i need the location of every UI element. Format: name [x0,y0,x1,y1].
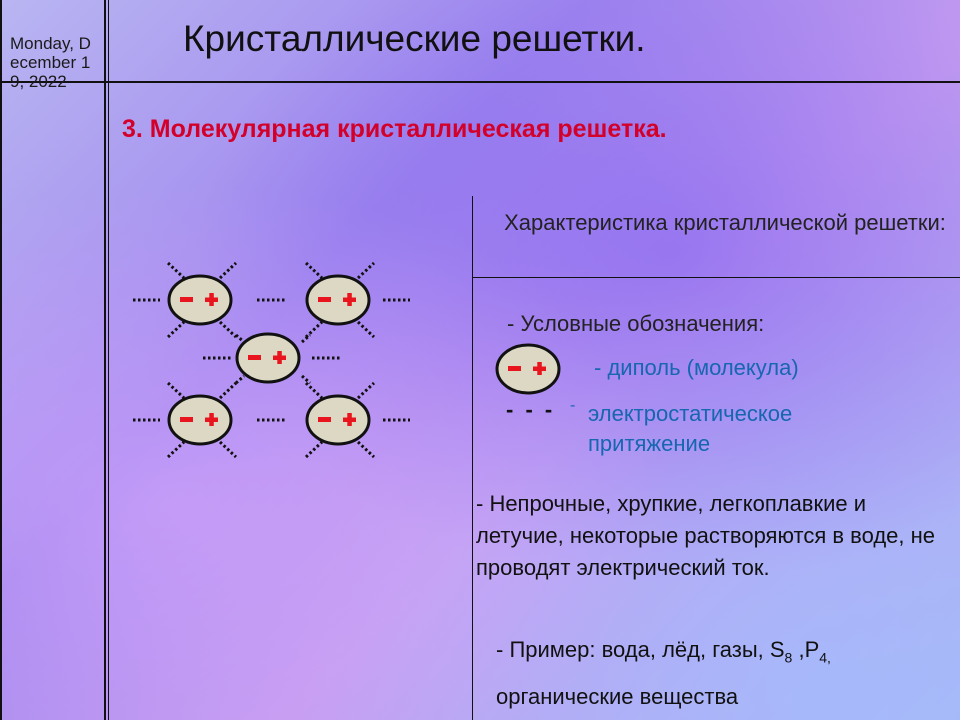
dipole-molecule-2 [305,274,371,326]
example-prefix: - Пример: вода, лёд, газы, S [496,637,785,662]
dipole-molecule-4-plus-sign-v [347,413,352,426]
dipole-molecule-1-bond [166,320,186,339]
dipole-molecule-3 [167,394,233,446]
attraction-line [301,333,311,344]
dipole-molecule-2-bond [356,320,376,339]
slide-title: Кристаллические решетки. [183,18,646,59]
dipole-molecule-center-minus-sign [248,355,261,360]
date-column-divider-inner [108,0,109,720]
dipole-molecule-3-bond [166,381,186,400]
dipole-molecule-3-minus-sign [180,417,193,422]
dipole-molecule-center [235,332,301,384]
legend-attraction-symbol: - - - [506,397,556,422]
legend-dipole-icon-minus-sign [508,366,521,371]
dipole-molecule-3-bond [218,381,238,400]
dipole-molecule-1-bond [218,320,238,339]
dipole-molecule-center-plus-sign-v [277,351,282,364]
legend-attraction-prefix: - [570,397,576,414]
legend-attraction-text: электростатическое притяжение [588,401,793,456]
example-s-subscript: 8 [784,649,793,666]
panel-divider-vertical [472,196,473,720]
date-column-divider [104,0,106,720]
dipole-molecule-2-plus-sign-v [347,293,352,306]
panel-divider-horizontal [472,277,960,278]
slide-date: Monday, December 19, 2022 [10,34,91,91]
dipole-molecule-1 [167,274,233,326]
header-divider [0,81,960,83]
characteristics-heading: Характеристика кристаллической решетки: [504,210,946,235]
dipole-molecule-2-minus-sign [318,297,331,302]
dipole-molecule-1-bond [166,261,186,280]
slide-subtitle: 3. Молекулярная кристаллическая решетка. [122,115,667,143]
dipole-molecule-3-plus-sign-v [209,413,214,426]
dipole-molecule-2-bond [356,261,376,280]
dipole-molecule-4-bond [356,381,376,400]
dipole-molecule-1-bond [218,261,238,280]
example-text: - Пример: вода, лёд, газы, S8 ,P4, орган… [496,630,956,717]
dipole-molecule-3-bond [166,440,186,459]
legend-dipole-icon [495,343,561,395]
attraction-line [301,374,311,385]
dipole-molecule-4-bond [304,440,324,459]
legend-dipole-icon-plus-sign-v [537,362,542,375]
dipole-molecule-2-bond [304,261,324,280]
example-p-subscript: 4, [819,649,831,666]
example-suffix: органические вещества [496,684,739,710]
dipole-molecule-1-plus-sign-v [209,293,214,306]
legend-dipole-text: - диполь (молекула) [594,355,799,380]
dipole-molecule-4-minus-sign [318,417,331,422]
dipole-molecule-3-bond [218,440,238,459]
dipole-molecule-1-minus-sign [180,297,193,302]
properties-text: - Непрочные, хрупкие, легкоплавкие и лет… [476,491,936,580]
dipole-molecule-4-bond [356,440,376,459]
attraction-line [235,374,245,385]
dipole-molecule-2-bond [304,320,324,339]
left-border-line [0,0,2,720]
attraction-line [235,333,245,344]
example-mid: ,P [792,637,820,662]
dipole-molecule-4-bond [304,381,324,400]
dipole-molecule-4 [305,394,371,446]
legend-label: - Условные обозначения: [507,311,765,336]
